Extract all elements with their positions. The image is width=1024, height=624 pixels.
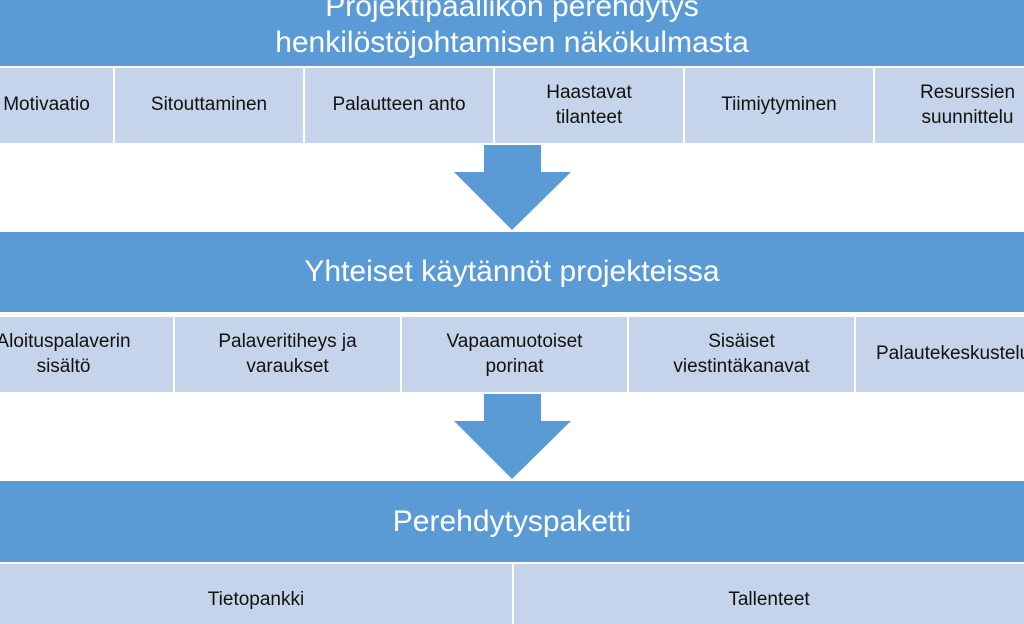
header-title-line1: Projektipäällikön perehdytys	[325, 0, 699, 24]
down-arrow-icon	[454, 145, 571, 479]
topics-row: Motivaatio Sitouttaminen Palautteen anto…	[0, 68, 1024, 143]
practice-cell: Sisäiset viestintäkanavat	[627, 317, 854, 392]
practice-label: Vapaamuotoiset porinat	[446, 330, 583, 377]
practice-cell: Palautekeskustelut	[854, 317, 1024, 392]
topic-cell: Sitouttaminen	[113, 68, 303, 143]
down-arrow-2	[454, 394, 571, 479]
header-band: Projektipäällikön perehdytys henkilöstöj…	[0, 0, 1024, 66]
practice-label: Palaveritiheys ja varaukset	[218, 330, 357, 377]
package-cell: Tietopankki	[0, 564, 512, 624]
package-title: Perehdytyspaketti	[392, 504, 632, 538]
practice-cell: Palaveritiheys ja varaukset	[173, 317, 400, 392]
topic-cell: Resurssien suunnittelu	[873, 68, 1024, 143]
practice-cell: Vapaamuotoiset porinat	[400, 317, 627, 392]
topic-label: Resurssien suunnittelu	[919, 81, 1016, 128]
practice-label: Aloituspalaverin sisältö	[0, 330, 131, 377]
package-cell: Tallenteet	[512, 564, 1024, 624]
header-title-line2: henkilöstöjohtamisen näkökulmasta	[275, 25, 749, 59]
practice-cell: Aloituspalaverin sisältö	[0, 317, 173, 392]
down-arrow-1	[454, 145, 571, 230]
package-row: Tietopankki Tallenteet	[0, 564, 1024, 624]
practices-title: Yhteiset käytännöt projekteissa	[304, 255, 720, 289]
practices-row: Aloituspalaverin sisältö Palaveritiheys …	[0, 317, 1024, 392]
topic-cell: Palautteen anto	[303, 68, 493, 143]
practices-band: Yhteiset käytännöt projekteissa	[0, 232, 1024, 312]
practice-label: Sisäiset viestintäkanavat	[673, 330, 810, 377]
package-band: Perehdytyspaketti	[0, 481, 1024, 562]
topic-label: Haastavat tilanteet	[546, 81, 632, 128]
topic-cell: Haastavat tilanteet	[493, 68, 683, 143]
topic-cell: Tiimiytyminen	[683, 68, 873, 143]
topic-cell: Motivaatio	[0, 68, 113, 143]
